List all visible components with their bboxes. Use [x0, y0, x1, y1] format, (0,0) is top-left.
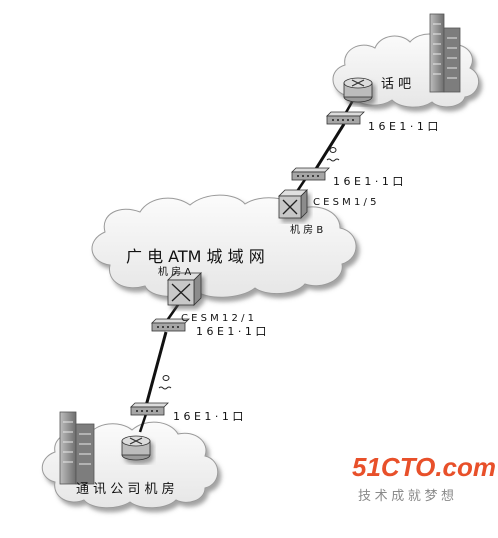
e1-converter-icon [326, 111, 365, 125]
room-b-label: 机 房 B [290, 223, 323, 236]
building-icon [429, 13, 461, 93]
atm-network-title: 广 电 ATM 城 域 网 [126, 247, 265, 266]
room-a-label: 机 房 A [158, 265, 191, 278]
router-icon [121, 435, 151, 461]
e1-converter-icon [130, 402, 169, 416]
router-icon [343, 77, 373, 103]
atm-switch-icon [167, 272, 202, 306]
fiber-coil-icon [326, 147, 340, 162]
watermark-brand: 51CTO.com [352, 452, 496, 482]
internet-cafe-label: 话 吧 [381, 77, 411, 92]
port-label: 1 6 E 1 · 1 口 [368, 120, 438, 133]
cesm-module-label: C E S M 1 / 5 [313, 197, 376, 208]
e1-converter-icon [151, 318, 190, 332]
port-label: 1 6 E 1 · 1 口 [173, 410, 243, 423]
e1-converter-icon [291, 167, 330, 181]
port-label: 1 6 E 1 · 1 口 [333, 175, 403, 188]
fiber-coil-icon [158, 375, 172, 390]
watermark-slogan: 技 术 成 就 梦 想 [358, 488, 454, 503]
atm-switch-icon [278, 189, 308, 219]
building-icon [59, 411, 95, 485]
cesm-module-label: C E S M 1 2 / 1 [181, 313, 254, 324]
telecom-room-label: 通 讯 公 司 机 房 [76, 481, 175, 497]
port-label: 1 6 E 1 · 1 口 [196, 325, 266, 338]
